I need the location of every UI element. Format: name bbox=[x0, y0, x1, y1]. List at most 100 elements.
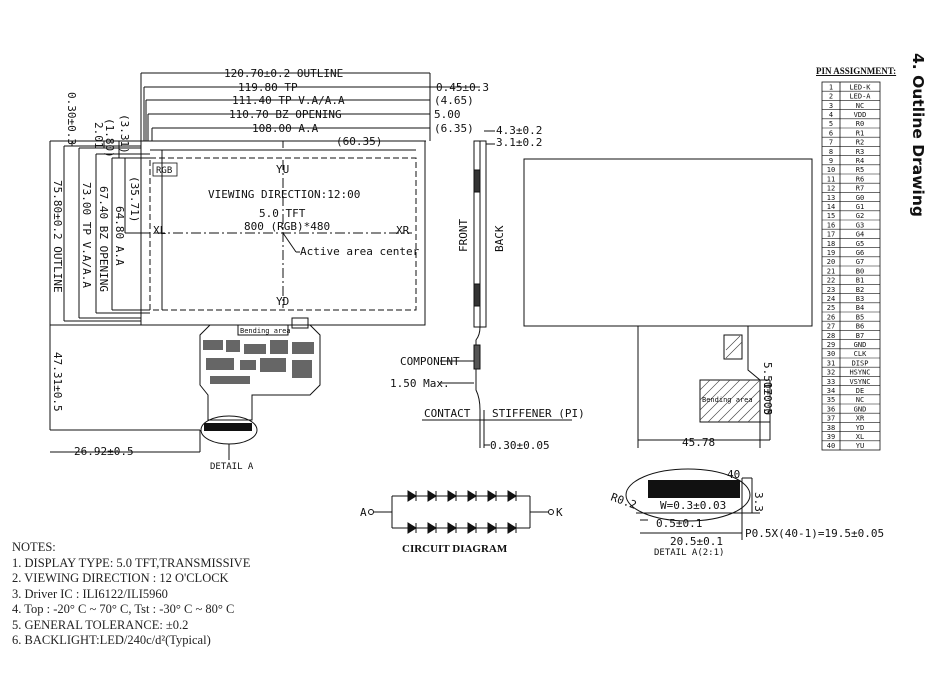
dim-fpc-offset: 26.92±0.5 bbox=[74, 445, 134, 458]
label-yd: YD bbox=[276, 295, 289, 308]
note-2: 2. VIEWING DIRECTION : 12 O'CLOCK bbox=[12, 571, 229, 585]
pin-signal: B6 bbox=[856, 323, 864, 331]
fpc-outline bbox=[199, 324, 321, 421]
rgb-label: RGB bbox=[156, 166, 172, 176]
dim-outline-width: 120.70±0.2 OUTLINE bbox=[224, 67, 343, 80]
detail-pin-count: 40 bbox=[727, 468, 740, 481]
pin-number: 18 bbox=[827, 240, 835, 248]
pin-signal: G2 bbox=[856, 212, 864, 220]
active-area-center: Active area center bbox=[300, 245, 420, 258]
component-label: COMPONENT bbox=[400, 355, 460, 368]
pin-number: 36 bbox=[827, 405, 835, 413]
detail-length: 20.5±0.1 bbox=[670, 535, 723, 548]
detail-radius: R0.2 bbox=[609, 491, 638, 512]
pin-signal: YU bbox=[856, 442, 864, 450]
anode-label: A bbox=[360, 506, 367, 519]
pin-number: 37 bbox=[827, 415, 835, 423]
notes-heading: NOTES: bbox=[12, 540, 56, 554]
bending-area-front: Bending area bbox=[240, 327, 291, 335]
pin-signal: G1 bbox=[856, 203, 864, 211]
note-6: 6. BACKLIGHT:LED/240c/d²(Typical) bbox=[12, 633, 211, 647]
pin-number: 10 bbox=[827, 166, 835, 174]
back-label: BACK bbox=[493, 225, 506, 252]
dim-right-1: 0.45±0.3 bbox=[436, 81, 489, 94]
contact-label: CONTACT bbox=[424, 407, 471, 420]
dim-right-2: (4.65) bbox=[434, 94, 474, 107]
pin-number: 6 bbox=[829, 129, 833, 137]
pin-number: 22 bbox=[827, 277, 835, 285]
dim-left-1: 0.30±0.3 bbox=[65, 92, 78, 145]
notes-block: NOTES: 1. DISPLAY TYPE: 5.0 TFT,TRANSMIS… bbox=[12, 540, 250, 649]
pin-number: 2 bbox=[829, 93, 833, 101]
note-5: 5. GENERAL TOLERANCE: ±0.2 bbox=[12, 617, 189, 632]
front-label: FRONT bbox=[457, 219, 470, 252]
pin-signal: LED-A bbox=[849, 93, 871, 101]
pin-signal: R7 bbox=[856, 185, 864, 193]
dim-left-5: (35.71) bbox=[128, 176, 141, 222]
back-dim-2: 17.00 bbox=[761, 382, 774, 415]
stiffener-label: STIFFENER (PI) bbox=[492, 407, 585, 420]
detail-a-label: DETAIL A bbox=[210, 462, 254, 472]
pin-signal: NC bbox=[856, 396, 864, 404]
pin-signal: B0 bbox=[856, 267, 864, 275]
pin-number: 5 bbox=[829, 120, 833, 128]
pin-signal: GND bbox=[854, 341, 867, 349]
pin-signal: G7 bbox=[856, 258, 864, 266]
fpc-components bbox=[203, 340, 314, 384]
pin-signal: G0 bbox=[856, 194, 864, 202]
pin-number: 24 bbox=[827, 295, 835, 303]
led-diodes bbox=[407, 490, 517, 534]
tft-size: 5.0 TFT bbox=[259, 207, 306, 220]
pin-number: 32 bbox=[827, 369, 835, 377]
dim-center-x: (60.35) bbox=[336, 135, 382, 148]
pin-number: 4 bbox=[829, 111, 833, 119]
dim-tp-height: 73.00 TP V.A/A.A bbox=[80, 182, 93, 288]
led-circuit bbox=[368, 495, 554, 529]
pin-signal: B2 bbox=[856, 286, 864, 294]
resolution: 800 (RGB)*480 bbox=[244, 220, 330, 233]
dim-aa-height: 64.80 A.A bbox=[113, 206, 126, 266]
note-4: 4. Top : -20° C ~ 70° C, Tst : -30° C ~ … bbox=[12, 602, 235, 616]
pin-signal: LED-K bbox=[849, 83, 871, 91]
side-dim-2: 3.1±0.2 bbox=[496, 136, 542, 149]
pin-signal: CLK bbox=[854, 350, 867, 358]
pin-signal: YD bbox=[856, 424, 864, 432]
dim-right-4: (6.35) bbox=[434, 122, 474, 135]
side-dim-1: 4.3±0.2 bbox=[496, 124, 542, 137]
pin-signal: B3 bbox=[856, 295, 864, 303]
pin-number: 16 bbox=[827, 221, 835, 229]
detail-pitch: P0.5X(40-1)=19.5±0.05 bbox=[745, 527, 884, 540]
pin-signal: G3 bbox=[856, 221, 864, 229]
note-1: 1. DISPLAY TYPE: 5.0 TFT,TRANSMISSIVE bbox=[12, 555, 251, 570]
pin-number: 31 bbox=[827, 359, 835, 367]
pin-number: 23 bbox=[827, 286, 835, 294]
bending-area-back: Bending area bbox=[702, 396, 753, 404]
pin-number: 33 bbox=[827, 378, 835, 386]
back-hatch bbox=[699, 335, 761, 423]
pin-signal: B7 bbox=[856, 332, 864, 340]
pin-number: 15 bbox=[827, 212, 835, 220]
pin-number: 3 bbox=[829, 102, 833, 110]
pin-signal: NC bbox=[856, 102, 864, 110]
dim-bz-height: 67.40 BZ OPENING bbox=[97, 186, 110, 292]
detail-gap: 0.5±0.1 bbox=[656, 517, 702, 530]
detail-height: 3.3 bbox=[752, 492, 765, 512]
pin-signal: R5 bbox=[856, 166, 864, 174]
pin-number: 14 bbox=[827, 203, 835, 211]
dim-left-4: (3.31) bbox=[118, 114, 131, 154]
pin-signal: R2 bbox=[856, 139, 864, 147]
dim-tp-va-width: 111.40 TP V.A/A.A bbox=[232, 94, 345, 107]
pin-assignment-title: PIN ASSIGNMENT: bbox=[816, 66, 897, 76]
pin-signal: B1 bbox=[856, 277, 864, 285]
pin-signal: R4 bbox=[856, 157, 864, 165]
max-height-label: 1.50 Max. bbox=[390, 377, 450, 390]
pin-number: 35 bbox=[827, 396, 835, 404]
pin-number: 9 bbox=[829, 157, 833, 165]
pin-number: 7 bbox=[829, 139, 833, 147]
dim-left-3: (1.80) bbox=[103, 118, 116, 158]
pin-number: 20 bbox=[827, 258, 835, 266]
pin-signal: B4 bbox=[856, 304, 864, 312]
pin-number: 34 bbox=[827, 387, 835, 395]
